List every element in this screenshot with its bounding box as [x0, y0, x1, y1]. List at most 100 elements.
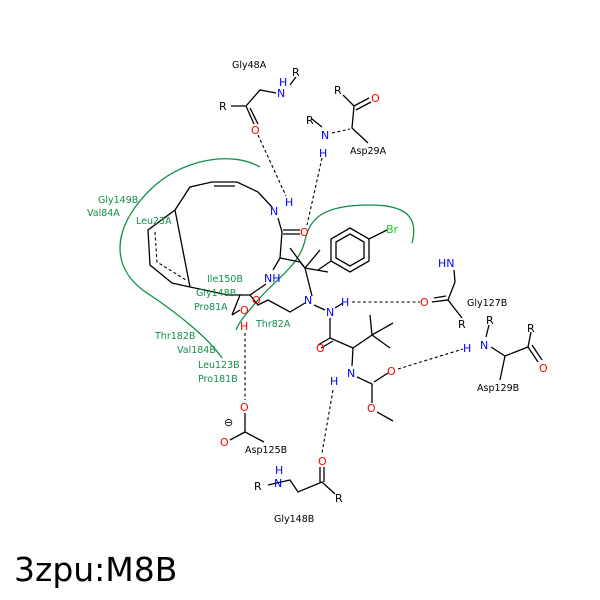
bond: [531, 344, 543, 361]
atom-n: N: [321, 129, 329, 142]
structure-title: 3zpu:M8B: [14, 550, 178, 589]
atom-n: N: [326, 306, 334, 319]
bond: [313, 304, 326, 311]
atom-nh: NH: [264, 272, 281, 285]
bond: [329, 318, 354, 349]
hbond-asp29a: [306, 157, 323, 226]
bond: [356, 376, 373, 403]
bond: [249, 294, 306, 313]
atom-n: N: [480, 339, 488, 352]
bond: [317, 337, 331, 346]
atom-o: O: [420, 296, 429, 309]
atom-n: N: [347, 367, 355, 380]
bromine-atom: Br: [386, 223, 399, 236]
bond: [351, 347, 354, 367]
atom-r: R: [219, 100, 227, 113]
bond: [231, 309, 241, 316]
hydrophobic-label: Pro181B: [198, 374, 238, 385]
atom-o: O: [318, 455, 327, 468]
residue-label-asp125b: Asp125B: [245, 445, 287, 456]
bond: [317, 260, 332, 271]
atom-hn: HN: [438, 257, 455, 270]
bond: [320, 340, 334, 349]
atom-o: O: [371, 92, 380, 105]
bond: [245, 105, 255, 125]
bond: [267, 479, 336, 495]
atom-o: O: [240, 304, 249, 317]
atom-r: R: [486, 314, 494, 327]
hydrophobic-label: Gly148B: [196, 288, 236, 299]
bond: [231, 89, 277, 107]
atom-o: O: [367, 402, 376, 415]
bond: [353, 97, 370, 107]
atom-n: N: [304, 294, 312, 307]
bond: [499, 355, 506, 381]
bond: [371, 334, 391, 349]
atom-o: O: [252, 294, 261, 307]
bond: [249, 107, 259, 125]
atom-r: R: [254, 480, 262, 493]
atom-n: N: [270, 205, 278, 218]
hydrophobic-label: Gly149B: [98, 195, 138, 206]
bond: [342, 94, 369, 144]
phenyl-ring-inner: [335, 233, 365, 267]
atom-o: O: [539, 362, 548, 375]
hydrophobic-label: Val84A: [87, 208, 120, 219]
bond: [371, 322, 394, 336]
bond: [289, 247, 306, 269]
negative-charge-icon: ⊖: [224, 416, 233, 429]
bond: [368, 229, 388, 240]
bond: [289, 76, 297, 86]
bond: [352, 314, 373, 349]
residue-label-gly48a: Gly48A: [232, 60, 267, 71]
bond: [376, 411, 394, 422]
hbond-gly148b: [321, 389, 334, 454]
hydrophobic-label: Ile150B: [207, 274, 243, 285]
residue-label-asp129b: Asp129B: [477, 383, 519, 394]
atom-o: O: [240, 401, 249, 414]
atom-h: H: [330, 375, 338, 388]
stereo-bond: [331, 128, 351, 134]
hydrophobic-label: Thr82A: [255, 319, 291, 330]
atom-o: O: [316, 342, 325, 355]
hbond-gly48a: [257, 134, 287, 197]
hydrophobic-label: Thr182B: [154, 331, 195, 342]
atom-o: O: [251, 124, 260, 137]
hydrophobic-label: Leu123B: [198, 360, 240, 371]
atom-h: H: [240, 320, 248, 333]
bond: [373, 372, 389, 383]
atom-h: H: [275, 464, 283, 477]
atom-n: N: [277, 87, 285, 100]
atom-h: H: [341, 296, 349, 309]
bond: [334, 302, 344, 309]
bond: [447, 269, 456, 301]
bond: [355, 101, 372, 111]
atom-r: R: [334, 84, 342, 97]
bond: [279, 257, 301, 263]
atom-r: R: [527, 322, 535, 335]
atom-r: R: [292, 66, 300, 79]
atom-o: O: [387, 365, 396, 378]
hydrophobic-label: Val184B: [177, 345, 216, 356]
bond: [433, 295, 447, 299]
bond: [485, 324, 490, 338]
aromatic-ring-dashes: [154, 231, 187, 281]
atom-h: H: [279, 76, 287, 89]
hydrophobic-contour-right: [235, 204, 415, 331]
atom-r: R: [335, 492, 343, 505]
atom-r: R: [306, 114, 314, 127]
bond: [304, 249, 321, 269]
hydrophobic-label: Pro81A: [194, 302, 228, 313]
hbond-asp129b: [397, 348, 464, 370]
macrocycle-bonds-lower: [174, 209, 267, 296]
atom-o: O: [220, 436, 229, 449]
bond: [304, 267, 329, 273]
atom-h: H: [285, 196, 293, 209]
atom-r: R: [458, 318, 466, 331]
hydrophobic-contour-left: [119, 158, 261, 359]
residue-label-gly148b: Gly148B: [274, 514, 314, 525]
bond: [311, 118, 323, 128]
residue-label-asp29a: Asp29A: [350, 146, 387, 157]
macrocycle-amide: [272, 217, 283, 271]
